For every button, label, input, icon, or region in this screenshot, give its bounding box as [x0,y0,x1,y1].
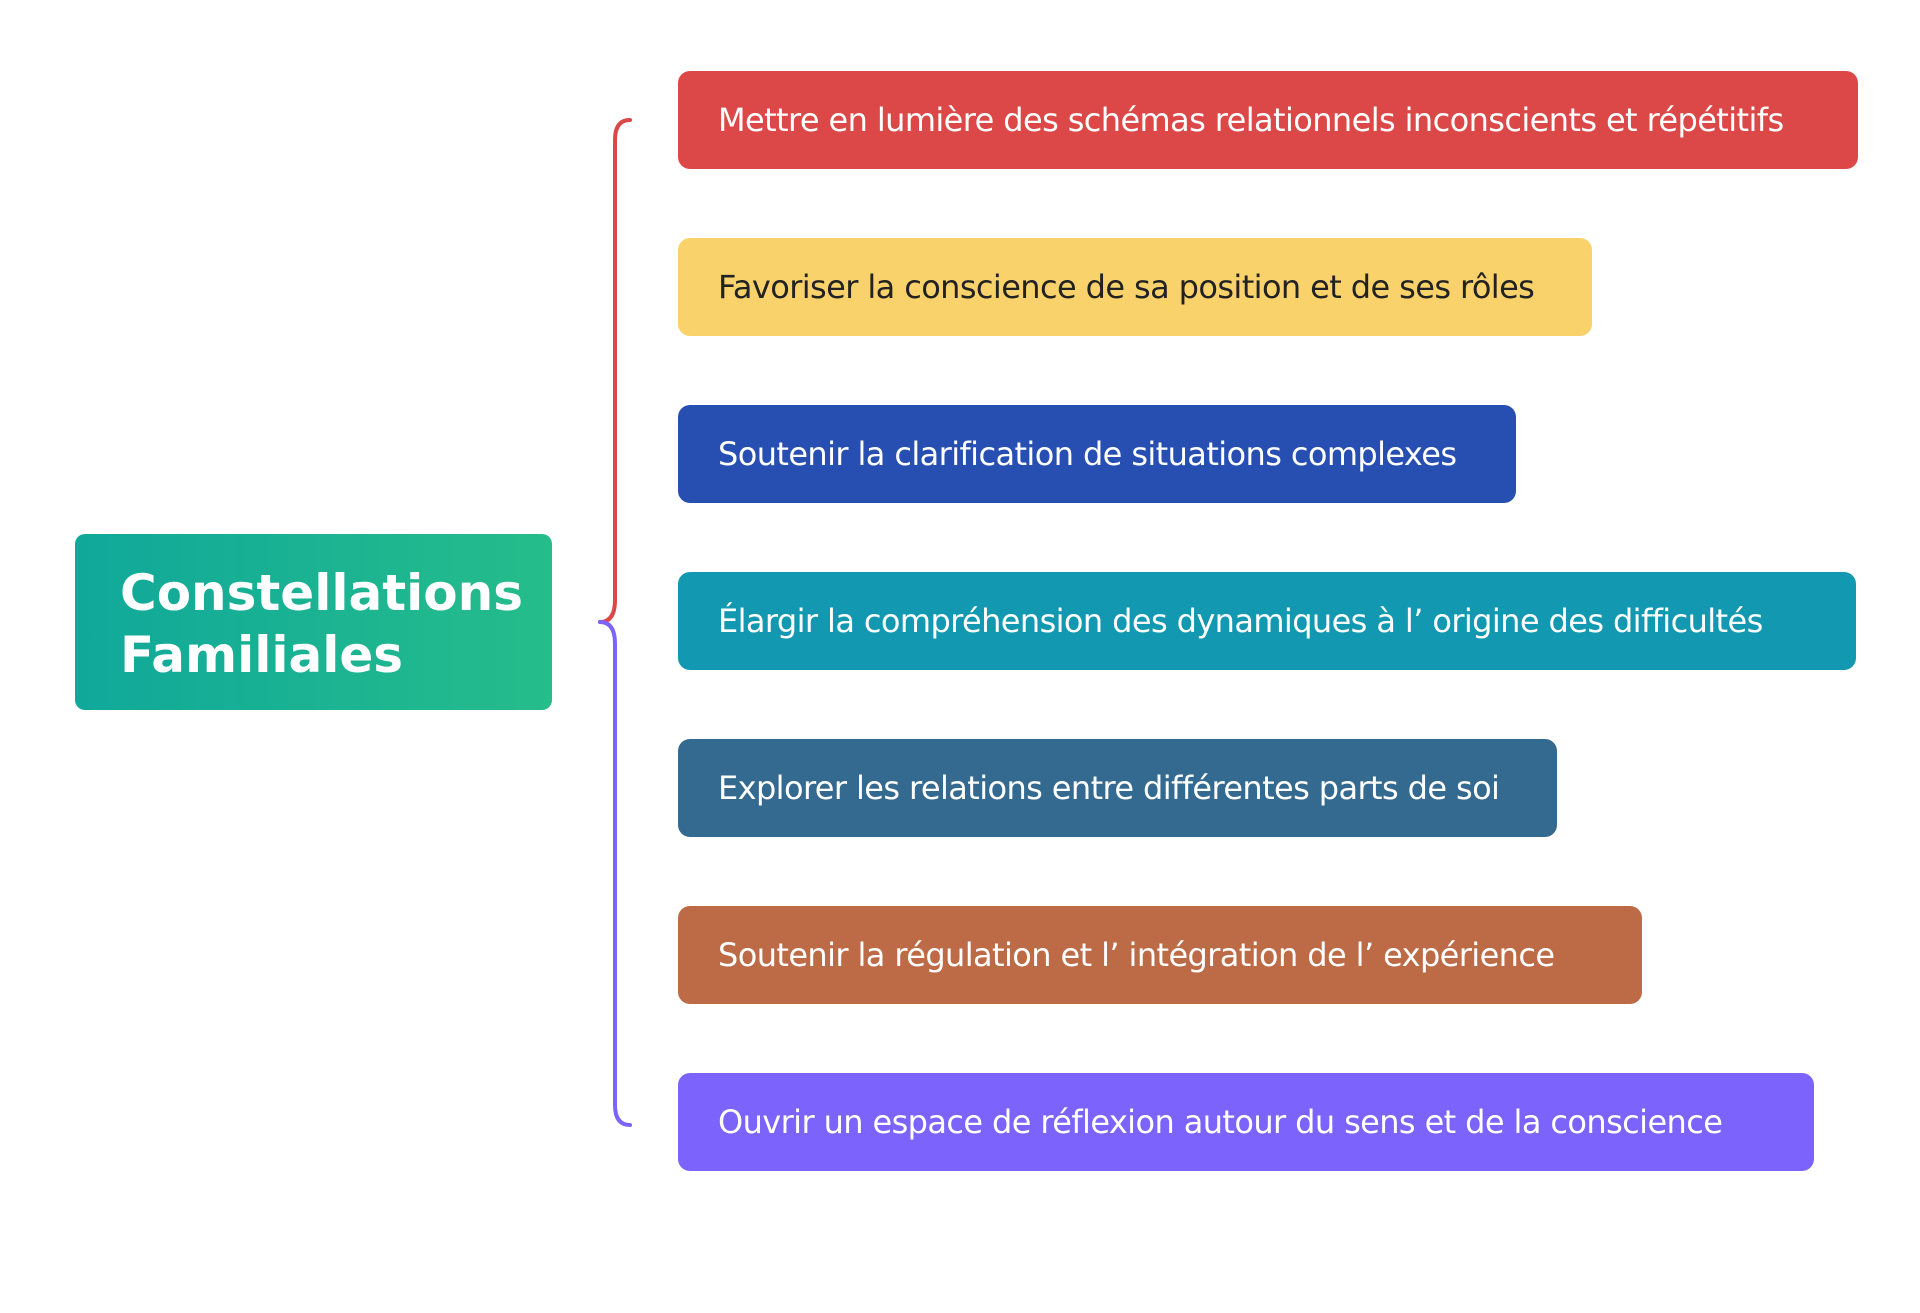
branch-node-7[interactable]: Ouvrir un espace de réflexion autour du … [678,1073,1814,1171]
branch-label: Mettre en lumière des schémas relationne… [718,101,1784,139]
bracket-upper-arc [598,118,632,624]
branch-label: Explorer les relations entre différentes… [718,769,1500,807]
branch-node-2[interactable]: Favoriser la conscience de sa position e… [678,238,1592,336]
bracket-lower-arc [598,620,632,1127]
root-title-line-2: Familiales [120,626,404,684]
branch-node-1[interactable]: Mettre en lumière des schémas relationne… [678,71,1858,169]
root-node[interactable]: Constellations Familiales [75,534,552,710]
branch-label: Soutenir la régulation et l’ intégration… [718,936,1555,974]
branch-node-3[interactable]: Soutenir la clarification de situations … [678,405,1516,503]
branch-label: Soutenir la clarification de situations … [718,435,1457,473]
branch-label: Élargir la compréhension des dynamiques … [718,602,1763,640]
root-title-line-1: Constellations [120,564,523,622]
branch-node-4[interactable]: Élargir la compréhension des dynamiques … [678,572,1856,670]
branch-node-6[interactable]: Soutenir la régulation et l’ intégration… [678,906,1642,1004]
branch-label: Favoriser la conscience de sa position e… [718,268,1535,306]
branch-label: Ouvrir un espace de réflexion autour du … [718,1103,1723,1141]
branch-node-5[interactable]: Explorer les relations entre différentes… [678,739,1557,837]
